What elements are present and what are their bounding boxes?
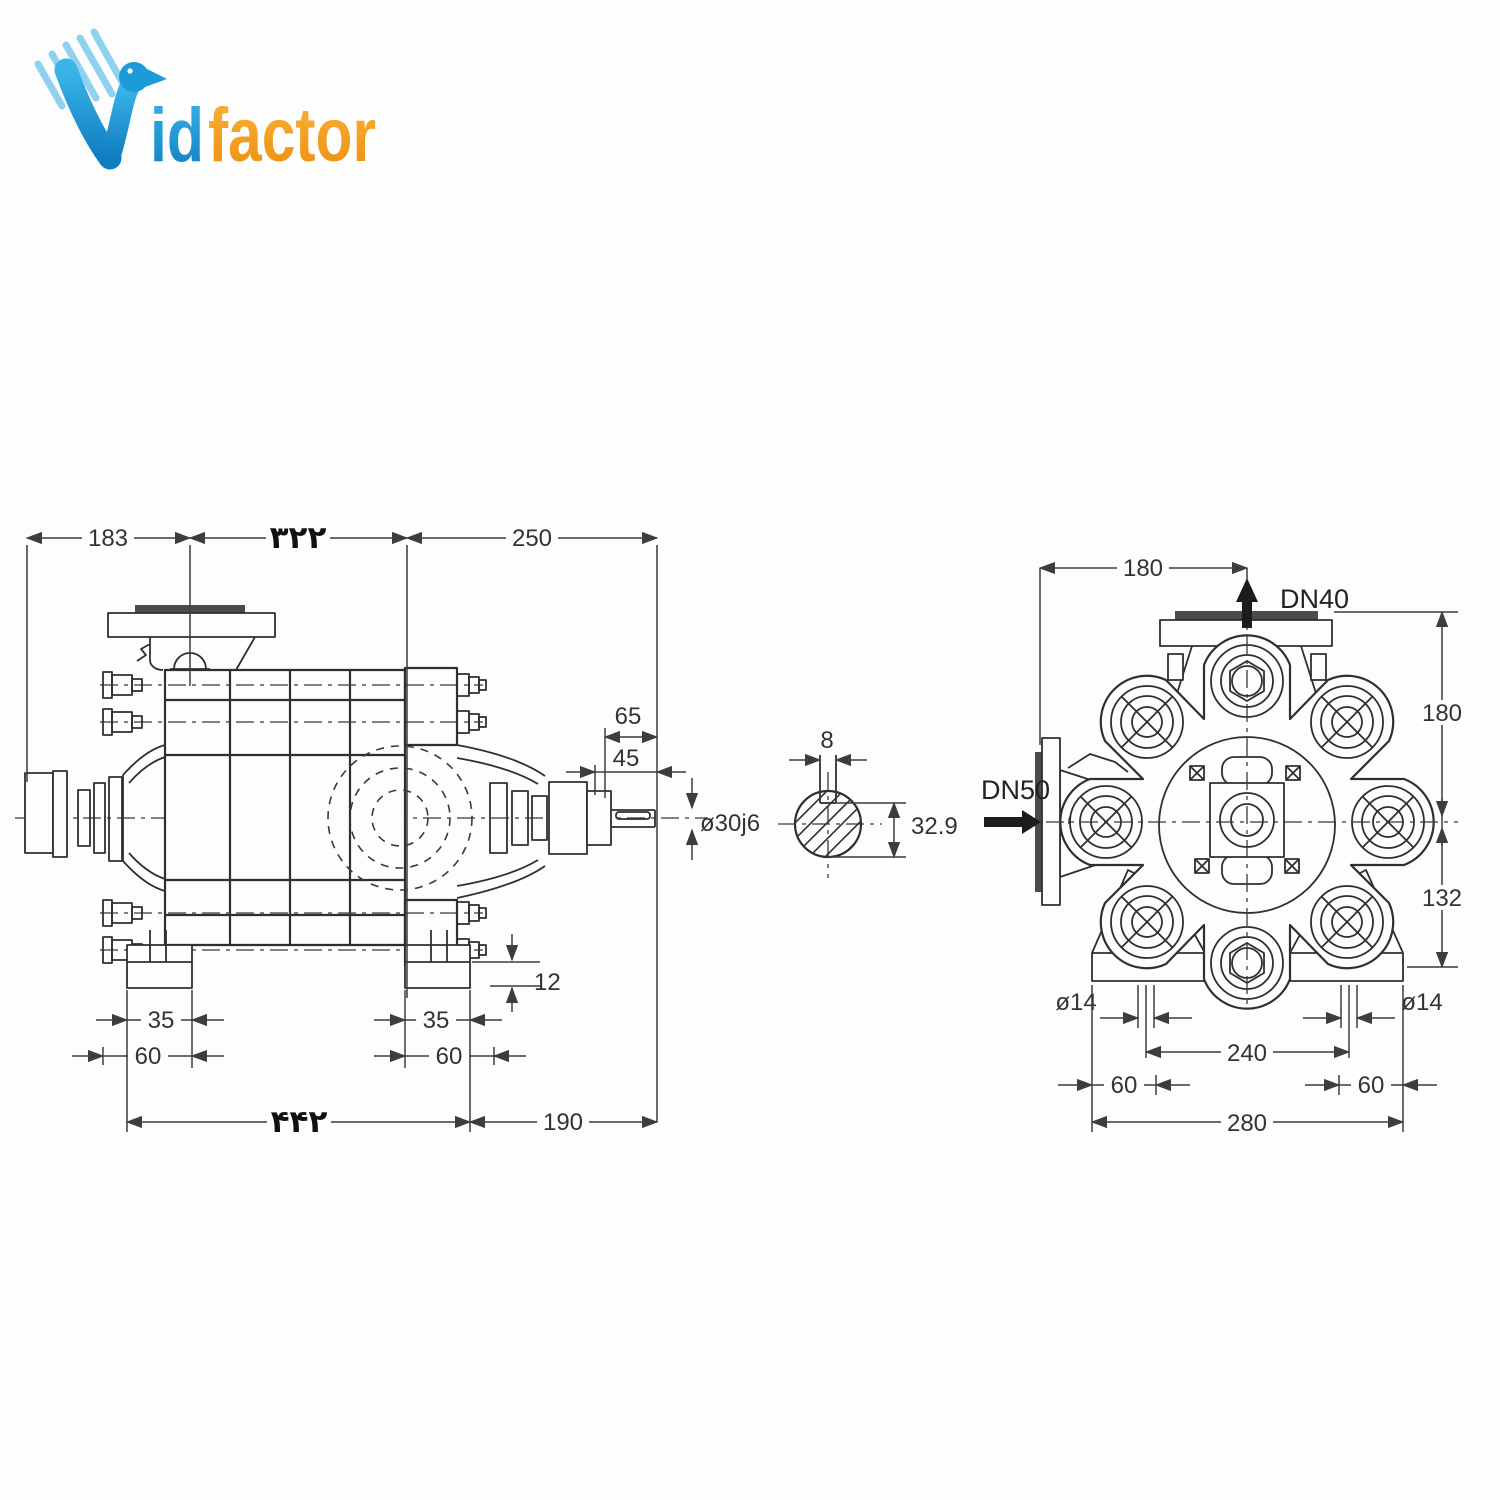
dim-65-label: 65 [615, 703, 642, 730]
bearing-housing-drive-end [456, 744, 656, 899]
vidfactor-logo: id factor [34, 28, 376, 178]
end-view: DN40 DN50 180 180 132 [981, 555, 1468, 1137]
tie-bolt [1110, 885, 1184, 959]
dim-hole-right-label: ø14 [1401, 989, 1442, 1016]
end-view-dimensions: 180 180 132 [1038, 555, 1468, 1137]
dim-key-height-label: 32.9 [911, 813, 958, 840]
pump-casing-side [163, 666, 459, 967]
tie-bolt [1310, 685, 1384, 759]
shaft-key-section: 8 32.9 [778, 727, 958, 878]
dim-60-left-label: 60 [135, 1043, 162, 1070]
port-annotations: DN40 DN50 [981, 578, 1349, 834]
tie-rod-nut [102, 671, 143, 964]
dn50-flow-arrow-icon [1022, 810, 1041, 834]
dim-322-label: ۳۲۲ [270, 520, 327, 556]
logo-text-factor: factor [208, 93, 376, 178]
dim-132-label: 132 [1422, 885, 1462, 912]
dim-60-left-end-label: 60 [1111, 1072, 1138, 1099]
bird-logo-icon [54, 58, 167, 170]
gland-bolt [1194, 858, 1210, 874]
dim-key-width-label: 8 [820, 727, 833, 754]
volute-hidden-circles [327, 745, 473, 891]
coupling-end [24, 744, 166, 892]
dn50-label: DN50 [981, 775, 1050, 805]
dim-60-right-label: 60 [436, 1043, 463, 1070]
tie-bolt [1310, 885, 1384, 959]
side-view-dimensions: 183 ۳۲۲ 250 ۴۴۲ 190 65 45 [25, 520, 760, 1140]
dim-190-label: 190 [543, 1109, 583, 1136]
dim-280-label: 280 [1227, 1110, 1267, 1137]
dim-250-label: 250 [512, 525, 552, 552]
dim-180-top-label: 180 [1123, 555, 1163, 582]
tie-rods [100, 671, 487, 964]
dim-60-right-end-label: 60 [1358, 1072, 1385, 1099]
shaft-key [615, 811, 651, 820]
tie-bolt [1110, 685, 1184, 759]
dim-35-right-label: 35 [423, 1007, 450, 1034]
dn40-label: DN40 [1280, 584, 1349, 614]
dim-183-label: 183 [88, 525, 128, 552]
dim-442-label: ۴۴۲ [271, 1104, 328, 1140]
gland-bolt [1284, 858, 1300, 874]
pump-feet-side [126, 930, 471, 989]
gland-bolt [1189, 765, 1205, 781]
logo-text-id: id [150, 93, 204, 178]
dim-12-label: 12 [534, 969, 561, 996]
dim-35-left-label: 35 [148, 1007, 175, 1034]
dim-shaft-dia-label: ø30j6 [700, 810, 760, 837]
dim-45-label: 45 [613, 745, 640, 772]
key-section-dims [789, 753, 906, 859]
dim-hole-left-label: ø14 [1055, 989, 1096, 1016]
dim-240-label: 240 [1227, 1040, 1267, 1067]
dim-180-right-label: 180 [1422, 700, 1462, 727]
dn40-flow-arrow-icon [1236, 578, 1258, 602]
shaft-hatching [796, 792, 860, 856]
gland-bolt [1285, 765, 1301, 781]
side-view: 183 ۳۲۲ 250 ۴۴۲ 190 65 45 [15, 520, 760, 1140]
